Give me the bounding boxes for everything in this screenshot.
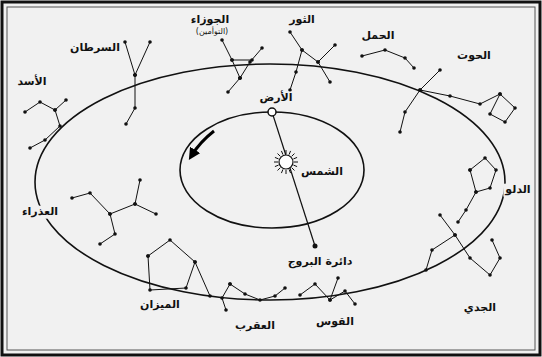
constellation-name: الجوزاء bbox=[189, 14, 231, 27]
constellation-name: الجدي bbox=[462, 302, 498, 315]
pointer-dot bbox=[313, 244, 318, 249]
constellation-name: العذراء bbox=[20, 206, 60, 219]
ecliptic-circle bbox=[35, 64, 505, 300]
sun-symbol bbox=[274, 150, 298, 174]
constellation-name: الميزان bbox=[138, 299, 182, 312]
constellation-name: السرطان bbox=[68, 42, 122, 55]
constellation-name: الحمل bbox=[359, 30, 396, 43]
ecliptic-label: دائرة البروج bbox=[286, 256, 355, 269]
inner-frame bbox=[7, 7, 535, 350]
constellation-name: الدلو bbox=[503, 184, 532, 197]
pointer-line bbox=[272, 112, 315, 246]
constellation-name: الثور bbox=[287, 14, 317, 27]
constellation-name: الأسد bbox=[15, 76, 48, 89]
constellation-name: الحوت bbox=[455, 50, 493, 63]
constellations bbox=[23, 30, 517, 312]
earth-symbol bbox=[268, 108, 276, 116]
sun-label: الشمس bbox=[299, 166, 345, 179]
orbit-arrow bbox=[192, 131, 214, 155]
planet-label: الأرض bbox=[257, 92, 294, 105]
constellation-name: القوس bbox=[314, 316, 356, 329]
constellation-note: (التوأمين) bbox=[194, 27, 230, 36]
earth-orbit bbox=[180, 112, 364, 228]
constellation-name: العقرب bbox=[233, 320, 277, 333]
